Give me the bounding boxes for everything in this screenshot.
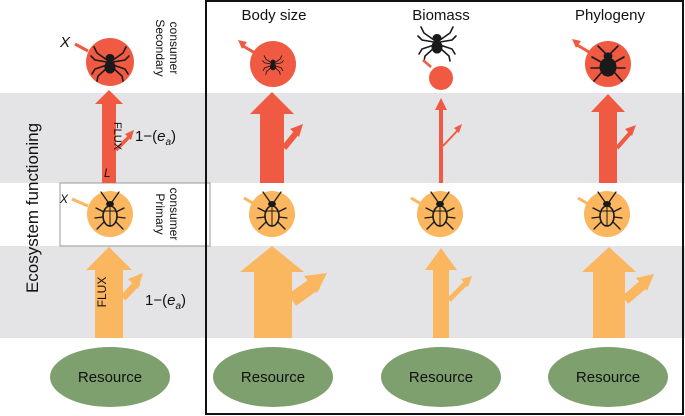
phylogeny-primary-loss-head <box>636 274 654 291</box>
biomass-secondary-flux-arrow <box>435 98 447 183</box>
phylogeny-resource-label: Resource <box>576 369 640 386</box>
treatment-frame <box>205 0 684 415</box>
legend-secondary-loss-label: 1−(ea) <box>135 128 176 148</box>
legend-secondary-flux-arrow <box>95 90 123 183</box>
body-size-primary-flux-arrow <box>240 246 304 338</box>
primary-consumer-label-line2: consumer <box>167 188 181 241</box>
biomass-secondary-loss-branch <box>442 129 459 147</box>
column-title-biomass: Biomass <box>412 7 470 24</box>
legend-link-symbol: L <box>104 166 111 180</box>
primary-consumer-box <box>59 182 211 247</box>
biomass-resource-ellipse <box>381 347 501 407</box>
biomass-resource-label: Resource <box>409 369 473 386</box>
body-size-secondary-input-arrow <box>242 44 256 55</box>
biomass-primary-loss-head <box>461 276 472 287</box>
body-size-primary-loss-head <box>304 273 327 293</box>
legend-primary-loss-label: 1−(ea) <box>145 292 186 312</box>
legend-input-symbol-top: X <box>59 34 71 51</box>
secondary-consumer-label-line2: consumer <box>167 22 181 75</box>
legend-primary-loss-head <box>128 273 143 289</box>
phylogeny-resource-ellipse <box>548 347 668 407</box>
biomass-primary-flux-arrow <box>425 248 457 338</box>
legend-resource-ellipse <box>50 347 170 407</box>
legend-primary-flux-label: FLUX <box>95 277 109 308</box>
biomass-secondary-input-arrow <box>422 59 432 68</box>
primary-consumer-label-line1: Primary <box>153 193 167 234</box>
phylogeny-primary-loss-branch <box>621 279 649 304</box>
body-size-resource-label: Resource <box>241 369 305 386</box>
phylogeny-secondary-loss-head <box>625 125 636 136</box>
phylogeny-secondary-input-arrow <box>576 43 590 54</box>
legend-secondary-flux-label: FLUX <box>111 122 123 151</box>
spider-icon <box>417 26 457 62</box>
body-size-resource-ellipse <box>213 347 333 407</box>
legend-input-symbol-mid: X <box>59 192 69 206</box>
legend-primary-input-arrow <box>71 197 89 208</box>
legend-secondary-loss-head <box>125 130 134 140</box>
column-title-body-size: Body size <box>241 7 306 24</box>
column-title-phylogeny: Phylogeny <box>575 7 646 24</box>
secondary-consumer-label-line1: Secondary <box>153 19 167 76</box>
legend-primary-flux-arrow <box>86 247 132 338</box>
body-size-secondary-flux-arrow <box>250 92 294 183</box>
biomass-primary-loss-branch <box>447 281 468 302</box>
biomass-secondary-loss-head <box>454 124 462 133</box>
legend-secondary-input-arrow <box>74 42 89 53</box>
phylogeny-secondary-input-head <box>572 39 581 48</box>
legend-resource-label: Resource <box>78 369 142 386</box>
biomass-secondary-circle <box>429 66 453 90</box>
body-size-secondary-input-head <box>238 40 247 49</box>
phylogeny-primary-flux-arrow <box>582 247 636 338</box>
phylogeny-secondary-loss-branch <box>615 130 633 150</box>
body-size-secondary-loss-branch <box>281 130 300 150</box>
phylogeny-secondary-flux-arrow <box>591 94 625 183</box>
ecosystem-functioning-label: Ecosystem functioning <box>23 123 42 293</box>
body-size-secondary-loss-head <box>290 124 303 137</box>
